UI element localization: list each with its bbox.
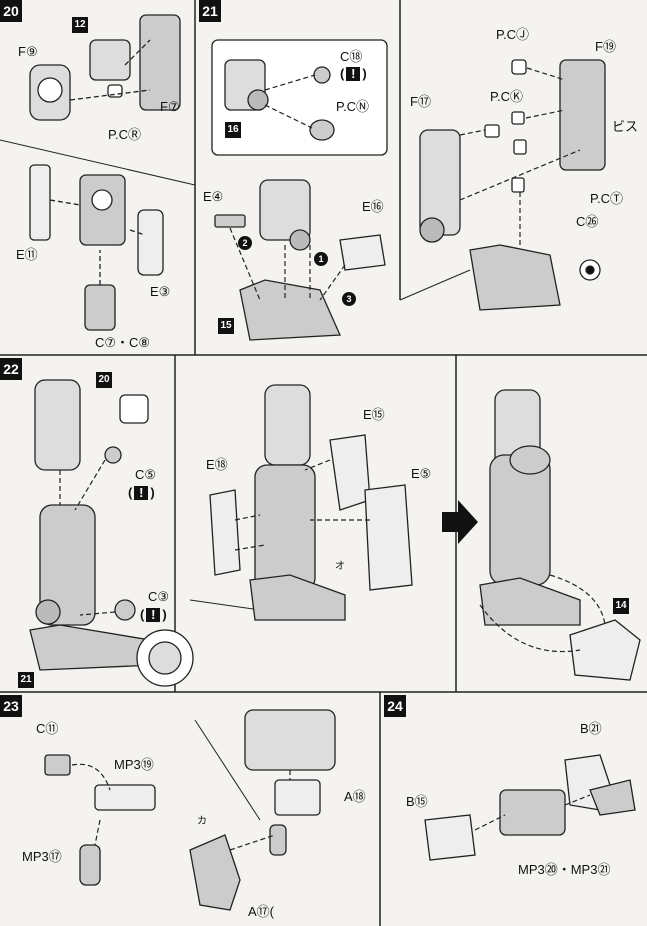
order-mark: 1 bbox=[314, 252, 328, 266]
label-c3: C③ bbox=[148, 589, 170, 604]
label-c5: C⑤ bbox=[135, 467, 157, 482]
label-pct: P.CⓉ bbox=[590, 191, 623, 206]
caution-icon: ! bbox=[134, 486, 149, 500]
hint-mark: オ bbox=[335, 561, 345, 572]
step22c-parts bbox=[479, 389, 641, 681]
label-bis: ビス bbox=[612, 119, 639, 134]
part-ref: 21 bbox=[18, 672, 34, 688]
label-pcj: P.CⒿ bbox=[496, 27, 529, 42]
caution-mark: (!) bbox=[340, 66, 367, 81]
caution-icon: ! bbox=[346, 67, 361, 81]
label-e5: E⑤ bbox=[411, 466, 432, 481]
step22b-parts bbox=[209, 384, 413, 621]
step20-parts bbox=[29, 14, 181, 331]
label-e3: E③ bbox=[150, 284, 171, 299]
label-a17: A⑰( bbox=[248, 904, 275, 919]
step21b-parts bbox=[419, 59, 606, 311]
step24-parts bbox=[424, 754, 636, 861]
step-number: 21 bbox=[199, 0, 221, 22]
step21-parts bbox=[211, 39, 388, 341]
label-mp319: MP3⑲ bbox=[114, 757, 154, 772]
step-number: 20 bbox=[0, 0, 22, 22]
label-c7c8: C⑦・C⑧ bbox=[95, 335, 151, 350]
label-mp320-21: MP3⑳・MP3㉑ bbox=[518, 862, 611, 877]
part-ref: 14 bbox=[613, 598, 629, 614]
order-mark: 3 bbox=[342, 292, 356, 306]
step23-parts bbox=[44, 709, 336, 911]
step22-parts bbox=[29, 379, 194, 687]
caution-mark: (!) bbox=[140, 607, 167, 622]
caution-icon: ! bbox=[146, 608, 161, 622]
step-number: 23 bbox=[0, 695, 22, 717]
label-mp317: MP3⑰ bbox=[22, 849, 62, 864]
label-b21: B㉑ bbox=[580, 721, 602, 736]
label-f7: F⑦ bbox=[160, 99, 180, 114]
label-e16: E⑯ bbox=[362, 199, 384, 214]
label-pcn: P.CⓃ bbox=[336, 99, 369, 114]
part-ref: 12 bbox=[72, 17, 88, 33]
label-e11: E⑪ bbox=[16, 247, 38, 262]
label-f9: F⑨ bbox=[18, 44, 38, 59]
label-b15: B⑮ bbox=[406, 794, 428, 809]
part-ref: 20 bbox=[96, 372, 112, 388]
part-ref: 15 bbox=[218, 318, 234, 334]
arrow-icon bbox=[442, 500, 478, 544]
label-pcr: P.CⓇ bbox=[108, 127, 141, 142]
label-f19: F⑲ bbox=[595, 39, 616, 54]
order-mark: 2 bbox=[238, 236, 252, 250]
label-pck: P.CⓀ bbox=[490, 89, 523, 104]
label-e18: E⑱ bbox=[206, 457, 228, 472]
label-f17: F⑰ bbox=[410, 94, 431, 109]
label-c11: C⑪ bbox=[36, 721, 59, 736]
part-ref: 16 bbox=[225, 122, 241, 138]
label-e15: E⑮ bbox=[363, 407, 385, 422]
step-number: 22 bbox=[0, 358, 22, 380]
label-c18: C⑱ bbox=[340, 49, 363, 64]
label-a18: A⑱ bbox=[344, 789, 366, 804]
hint-mark: カ bbox=[197, 816, 207, 827]
caution-mark: (!) bbox=[128, 485, 155, 500]
label-c26: C㉖ bbox=[576, 214, 599, 229]
step-number: 24 bbox=[384, 695, 406, 717]
label-e4: E④ bbox=[203, 189, 224, 204]
